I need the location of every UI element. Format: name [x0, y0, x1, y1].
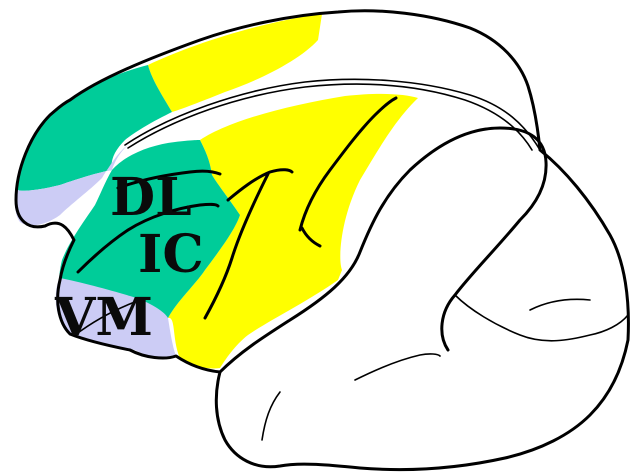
occipital-fold — [455, 295, 628, 341]
temporal-sulcus-2 — [262, 392, 280, 440]
label-vm: VM — [54, 287, 153, 348]
temporal-sulcus-1 — [355, 354, 440, 380]
label-dl: DL — [110, 167, 192, 228]
temporal-sulcus-3 — [530, 299, 590, 310]
label-ic: IC — [138, 224, 204, 285]
